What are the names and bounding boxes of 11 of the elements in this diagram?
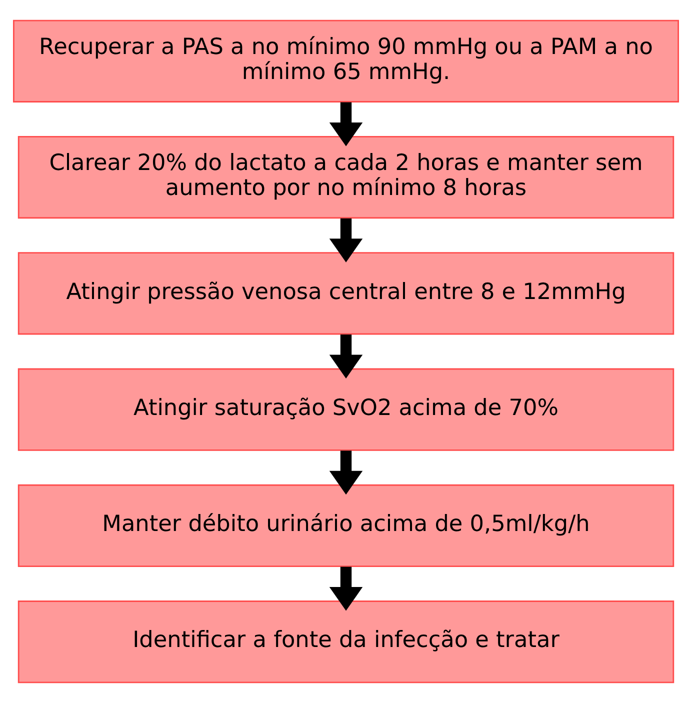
arrow [329, 334, 363, 378]
node-box: Clarear 20% do lactato a cada 2 horas e manter sem aumento por no mínimo 8 horas [18, 136, 674, 218]
node-box: Atingir pressão venosa central entre 8 e 12mmHg [18, 252, 674, 334]
node-box: Manter débito urinário acima de 0,5ml/kg/h [18, 484, 674, 566]
node-box: Recuperar a PAS a no mínimo 90 mmHg ou a PAM a no mínimo 65 mmHg. [13, 19, 679, 102]
node-box: Identificar a fonte da infecção e tratar [18, 600, 674, 683]
arrow [329, 566, 363, 610]
node-box: Atingir saturação SvO2 acima de 70% [18, 368, 674, 450]
arrow [329, 218, 363, 262]
arrow [329, 102, 363, 146]
arrow [329, 450, 363, 494]
